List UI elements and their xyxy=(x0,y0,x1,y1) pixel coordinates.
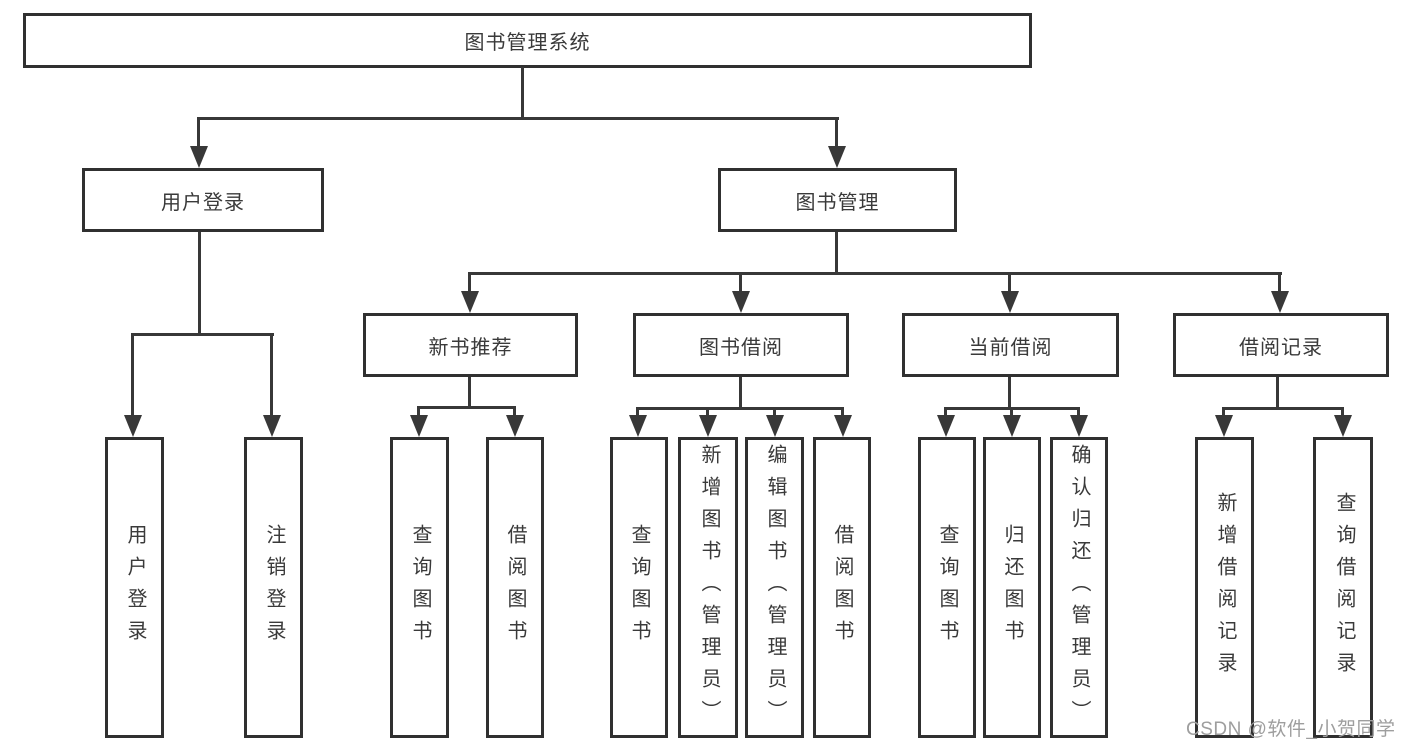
arrowhead-down xyxy=(124,415,142,437)
connector-line xyxy=(636,407,844,410)
leaf-logout: 注销登录 xyxy=(244,437,303,738)
connector-line xyxy=(706,407,709,418)
arrowhead-down xyxy=(190,146,208,168)
connector-line xyxy=(131,333,134,418)
connector-line xyxy=(773,407,776,418)
connector-line xyxy=(468,272,1282,275)
leaf-rec-borrow-book: 借阅图书 xyxy=(486,437,544,738)
arrowhead-down xyxy=(1003,415,1021,437)
connector-line xyxy=(270,333,273,418)
node-user-login: 用户登录 xyxy=(82,168,324,232)
arrowhead-down xyxy=(834,415,852,437)
leaf-bb-query-book: 查询图书 xyxy=(610,437,668,738)
node-root-library-system: 图书管理系统 xyxy=(23,13,1032,68)
connector-line xyxy=(739,272,742,293)
connector-line xyxy=(198,232,201,336)
arrowhead-down xyxy=(766,415,784,437)
leaf-user-login: 用户登录 xyxy=(105,437,164,738)
connector-line xyxy=(197,117,839,120)
leaf-br-add-record: 新增借阅记录 xyxy=(1195,437,1254,738)
connector-line xyxy=(841,407,844,418)
connector-line xyxy=(739,377,742,410)
arrowhead-down xyxy=(263,415,281,437)
arrowhead-down xyxy=(1070,415,1088,437)
node-borrow-records: 借阅记录 xyxy=(1173,313,1389,377)
arrowhead-down xyxy=(732,291,750,313)
arrowhead-down xyxy=(629,415,647,437)
connector-line xyxy=(1278,272,1281,293)
connector-line xyxy=(468,272,471,293)
connector-line xyxy=(513,406,516,418)
connector-line xyxy=(1008,377,1011,410)
node-book-management: 图书管理 xyxy=(718,168,957,232)
leaf-cb-confirm-return-admin: 确认归还（管理员） xyxy=(1050,437,1108,738)
connector-line xyxy=(1010,407,1013,418)
arrowhead-down xyxy=(699,415,717,437)
node-new-book-recommend: 新书推荐 xyxy=(363,313,578,377)
arrowhead-down xyxy=(1001,291,1019,313)
arrowhead-down xyxy=(937,415,955,437)
connector-line xyxy=(417,406,516,409)
connector-line xyxy=(1077,407,1080,418)
leaf-cb-query-book: 查询图书 xyxy=(918,437,976,738)
leaf-bb-borrow-book: 借阅图书 xyxy=(813,437,871,738)
connector-line xyxy=(131,333,274,336)
arrowhead-down xyxy=(828,146,846,168)
connector-line xyxy=(835,232,838,275)
csdn-watermark: CSDN @软件_小贺同学 xyxy=(1186,719,1396,740)
leaf-rec-query-book: 查询图书 xyxy=(390,437,449,738)
connector-line xyxy=(1008,272,1011,293)
connector-line xyxy=(1341,407,1344,418)
arrowhead-down xyxy=(506,415,524,437)
node-book-borrow: 图书借阅 xyxy=(633,313,849,377)
connector-line xyxy=(1222,407,1344,410)
leaf-bb-edit-book-admin: 编辑图书（管理员） xyxy=(745,437,804,738)
arrowhead-down xyxy=(461,291,479,313)
connector-line xyxy=(417,406,420,418)
arrowhead-down xyxy=(1334,415,1352,437)
connector-line xyxy=(944,407,947,418)
node-current-borrow: 当前借阅 xyxy=(902,313,1119,377)
leaf-br-query-record: 查询借阅记录 xyxy=(1313,437,1373,738)
arrowhead-down xyxy=(410,415,428,437)
connector-line xyxy=(1222,407,1225,418)
connector-line xyxy=(1276,377,1279,410)
arrowhead-down xyxy=(1215,415,1233,437)
connector-line xyxy=(197,117,200,149)
connector-line xyxy=(521,67,524,118)
arrowhead-down xyxy=(1271,291,1289,313)
connector-line xyxy=(468,377,471,409)
connector-line xyxy=(636,407,639,418)
connector-line xyxy=(835,117,838,149)
leaf-bb-add-book-admin: 新增图书（管理员） xyxy=(678,437,738,738)
leaf-cb-return-book: 归还图书 xyxy=(983,437,1041,738)
